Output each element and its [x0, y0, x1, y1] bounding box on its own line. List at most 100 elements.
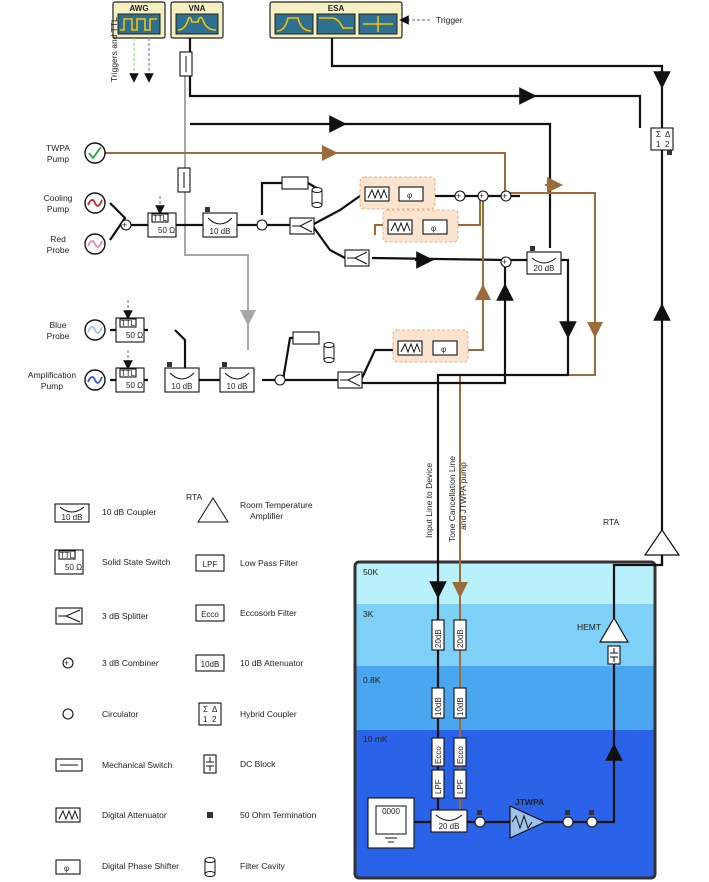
combiner-icon: + — [62, 657, 74, 669]
svg-text:+: + — [502, 257, 507, 267]
svg-text:50 Ω: 50 Ω — [158, 226, 175, 235]
ecco-icon: Ecco — [195, 604, 225, 622]
ttl-switch-blue: TTL 50 Ω — [115, 317, 145, 343]
tone-line-label-2: and JTWPA pump — [458, 462, 468, 530]
legend-left-7: Digital Phase Shifter — [102, 861, 179, 871]
atten-phase-box-1: φ — [359, 176, 436, 210]
svg-text:φ: φ — [407, 191, 412, 200]
jtwpa: JTWPA — [509, 797, 547, 839]
coupler-icon: 10 dB — [54, 503, 90, 523]
twpa-pump-line — [105, 152, 506, 193]
stage-3k: 3K — [363, 609, 374, 619]
dc-block-icon — [203, 754, 217, 774]
dc-block — [607, 645, 621, 665]
cooling-pump-source: Cooling Pump — [44, 192, 106, 214]
solid-state-switch-icon: TTL 50 Ω — [54, 549, 84, 575]
svg-text:50 Ω: 50 Ω — [126, 381, 143, 390]
svg-text:2: 2 — [665, 140, 670, 149]
legend-left-0: 10 dB Coupler — [102, 507, 157, 517]
atten-10db-tone: 10dB — [453, 687, 467, 719]
combiner-mid: + — [500, 256, 512, 268]
svg-text:50 Ω: 50 Ω — [65, 563, 82, 572]
svg-text:50 Ω: 50 Ω — [126, 331, 143, 340]
coupler-10db-a: 10 dB — [202, 207, 238, 238]
svg-text:10 dB: 10 dB — [210, 227, 231, 236]
svg-text:Red: Red — [50, 234, 66, 244]
svg-text:TTL: TTL — [121, 369, 136, 378]
fridge: 50K 3K 0.8K 10 mK — [353, 560, 657, 880]
svg-text:Ecco: Ecco — [201, 610, 219, 619]
svg-text:20 dB: 20 dB — [534, 264, 555, 273]
svg-text:20 dB: 20 dB — [439, 822, 460, 831]
svg-text:+: + — [122, 220, 127, 230]
combiner-row-top: + + + — [454, 190, 512, 202]
svg-text:10 dB: 10 dB — [227, 382, 248, 391]
svg-text:TTL: TTL — [121, 319, 136, 328]
phase-shifter-icon: φ — [55, 859, 81, 875]
svg-text:HEMT: HEMT — [577, 622, 601, 632]
hybrid-coupler-icon: Σ Δ 1 2 — [198, 702, 222, 726]
awg-label: AWG — [129, 4, 148, 13]
input-line-label: Input Line to Device — [424, 463, 434, 538]
rta-amplifier: RTA — [603, 517, 681, 556]
atten-10db-input: 10dB — [431, 687, 445, 719]
legend: 10 dB TTL 50 Ω + φ 10 dB Co — [54, 492, 317, 877]
lpf-icon: LPF — [195, 554, 225, 572]
triggers-ttl-label: Triggers and TTL — [109, 17, 119, 82]
svg-text:JTWPA: JTWPA — [515, 797, 544, 807]
svg-text:Pump: Pump — [41, 381, 63, 391]
svg-text:φ: φ — [64, 864, 69, 873]
legend-right-4: Hybrid Coupler — [240, 709, 297, 719]
svg-text:2: 2 — [212, 715, 217, 724]
amp-pump-to-combiner — [360, 262, 507, 385]
filter-cavity-bottom — [292, 331, 335, 363]
svg-text:LPF: LPF — [434, 779, 443, 794]
svg-text:Δ: Δ — [665, 130, 671, 139]
legend-right-0b: Amplifier — [250, 511, 283, 521]
legend-left-4: Circulator — [102, 709, 139, 719]
svg-text:Probe: Probe — [47, 245, 70, 255]
svg-text:Probe: Probe — [47, 331, 70, 341]
svg-text:0000: 0000 — [382, 807, 400, 816]
attenuator-icon: 10dB — [195, 654, 225, 672]
svg-text:20dB: 20dB — [434, 629, 443, 648]
lpf-input: LPF — [431, 769, 445, 799]
svg-text:1: 1 — [656, 140, 661, 149]
svg-text:20dB: 20dB — [456, 629, 465, 648]
red-probe-source: Red Probe — [47, 233, 106, 255]
ecco-tone: Ecco — [453, 737, 467, 767]
svg-text:Amplification: Amplification — [28, 370, 76, 380]
svg-text:LPF: LPF — [456, 779, 465, 794]
legend-right-3: 10 dB Attenuator — [240, 658, 303, 668]
filter-cavity-top — [281, 176, 323, 208]
splitter-1 — [289, 217, 315, 235]
atten-20db-tone: 20dB — [453, 619, 467, 651]
esa-label: ESA — [328, 4, 345, 13]
legend-right-7: Filter Cavity — [240, 861, 286, 871]
vna-output-line — [190, 122, 552, 248]
filter-cavity-icon — [204, 857, 216, 877]
tone-line-label-1: Tone Cancellation Line — [447, 456, 457, 542]
svg-text:10 dB: 10 dB — [172, 382, 193, 391]
atten-20db-input: 20dB — [431, 619, 445, 651]
mechanical-switch-top — [179, 51, 193, 77]
input-line — [436, 258, 570, 548]
blue-probe-source: Blue Probe — [47, 319, 106, 341]
twpa-pump-source: TWPA Pump — [46, 142, 106, 164]
combiner-cooling: + — [120, 219, 132, 231]
svg-text:TWPA: TWPA — [46, 143, 70, 153]
amplification-pump-source: Amplification Pump — [28, 369, 106, 391]
legend-right-0a: Room Temperature — [240, 500, 313, 510]
coupler-20db-rt: 20 dB — [526, 246, 562, 275]
svg-text:RTA: RTA — [603, 517, 620, 527]
svg-text:+: + — [502, 191, 507, 201]
awg-instrument: AWG — [112, 1, 166, 39]
hybrid-coupler: Σ Δ 1 2 — [650, 127, 674, 155]
vna-instrument: VNA — [170, 1, 224, 39]
legend-left-5: Mechanical Switch — [102, 760, 173, 770]
svg-text:10dB: 10dB — [201, 660, 220, 669]
coupler-10db-c: 10 dB — [219, 362, 255, 393]
svg-text:LPF: LPF — [203, 560, 218, 569]
splitter-2 — [344, 249, 370, 267]
svg-text:1: 1 — [203, 715, 208, 724]
